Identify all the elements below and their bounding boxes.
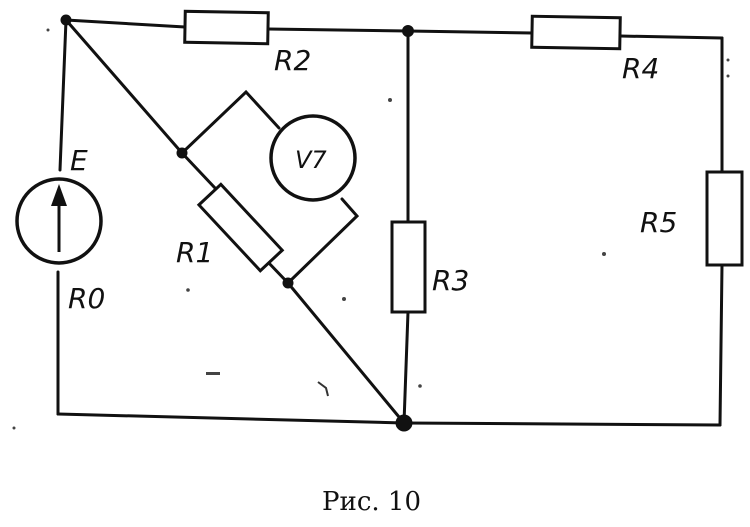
label-r3: R3: [432, 264, 469, 297]
node-diagonal-upper: [176, 147, 188, 159]
wire-right-lower: [718, 263, 724, 427]
wires: [56, 18, 724, 427]
nodes: [60, 14, 414, 432]
wire-top-left: [64, 18, 187, 29]
node-top-mid: [402, 25, 414, 37]
wire-bottom-right: [402, 421, 722, 427]
wire-diagonal-1: [64, 18, 184, 155]
resistor-r5: [705, 170, 744, 267]
voltmeter: V7: [269, 114, 357, 202]
label-r2: R2: [274, 44, 311, 77]
wire-diagonal-2: [180, 151, 217, 190]
scan-specks: [12, 28, 730, 430]
emf-arrow-icon: [51, 184, 67, 206]
resistor-r2: [183, 9, 270, 46]
label-r4: R4: [622, 52, 659, 85]
node-top-left: [60, 14, 72, 26]
label-r0: R0: [68, 282, 105, 315]
wire-left-upper: [58, 18, 68, 172]
wire-diagonal-4: [286, 281, 406, 425]
label-e: E: [70, 144, 88, 177]
label-r1: R1: [176, 236, 213, 269]
wire-voltmeter-branch-right: [286, 197, 360, 285]
resistor-r1: [196, 182, 285, 273]
node-bottom-mid: [395, 414, 413, 432]
wire-top-right: [618, 34, 724, 40]
voltmeter-label: V7: [295, 146, 327, 174]
emf-source: [15, 177, 103, 265]
wire-mid-vertical-lower: [402, 310, 410, 425]
figure-caption: Рис. 10: [322, 487, 421, 517]
resistor-r4: [530, 14, 622, 51]
resistor-r3: [390, 220, 427, 314]
node-diagonal-lower: [282, 277, 294, 289]
wire-bottom-left: [56, 412, 406, 425]
wire-top-mid: [266, 27, 410, 33]
wire-voltmeter-branch-left: [180, 89, 281, 155]
voltmeter-circle: [269, 114, 357, 202]
label-r5: R5: [640, 206, 677, 239]
wire-top-mid-right: [406, 29, 534, 35]
